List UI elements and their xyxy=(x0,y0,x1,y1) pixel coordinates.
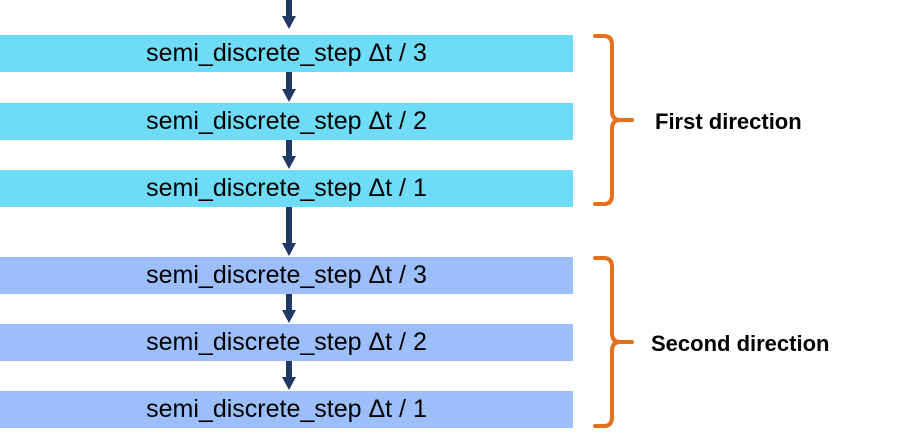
brace-second-direction xyxy=(592,255,634,431)
arrow-step2-to-step3 xyxy=(282,140,296,170)
arrow-first-group-to-second-group xyxy=(282,206,296,257)
step-label: semi_discrete_step Δt / 3 xyxy=(146,39,427,67)
step-bar-second-3[interactable]: semi_discrete_step Δt / 1 xyxy=(0,391,573,428)
step-label: semi_discrete_step Δt / 2 xyxy=(146,107,427,135)
arrow-step4-to-step5 xyxy=(282,294,296,324)
step-bar-first-1[interactable]: semi_discrete_step Δt / 3 xyxy=(0,35,573,72)
step-bar-second-2[interactable]: semi_discrete_step Δt / 2 xyxy=(0,324,573,361)
brace-first-direction xyxy=(592,33,634,209)
entry-arrow xyxy=(282,0,296,35)
step-label: semi_discrete_step Δt / 2 xyxy=(146,328,427,356)
step-label: semi_discrete_step Δt / 1 xyxy=(146,174,427,202)
arrow-step1-to-step2 xyxy=(282,72,296,103)
step-bar-second-1[interactable]: semi_discrete_step Δt / 3 xyxy=(0,257,573,294)
label-first-direction: First direction xyxy=(655,109,802,134)
step-label: semi_discrete_step Δt / 1 xyxy=(146,395,427,423)
step-bar-first-3[interactable]: semi_discrete_step Δt / 1 xyxy=(0,170,573,207)
step-label: semi_discrete_step Δt / 3 xyxy=(146,261,427,289)
label-second-direction: Second direction xyxy=(651,331,830,356)
step-bar-first-2[interactable]: semi_discrete_step Δt / 2 xyxy=(0,103,573,140)
arrow-step5-to-step6 xyxy=(282,361,296,391)
